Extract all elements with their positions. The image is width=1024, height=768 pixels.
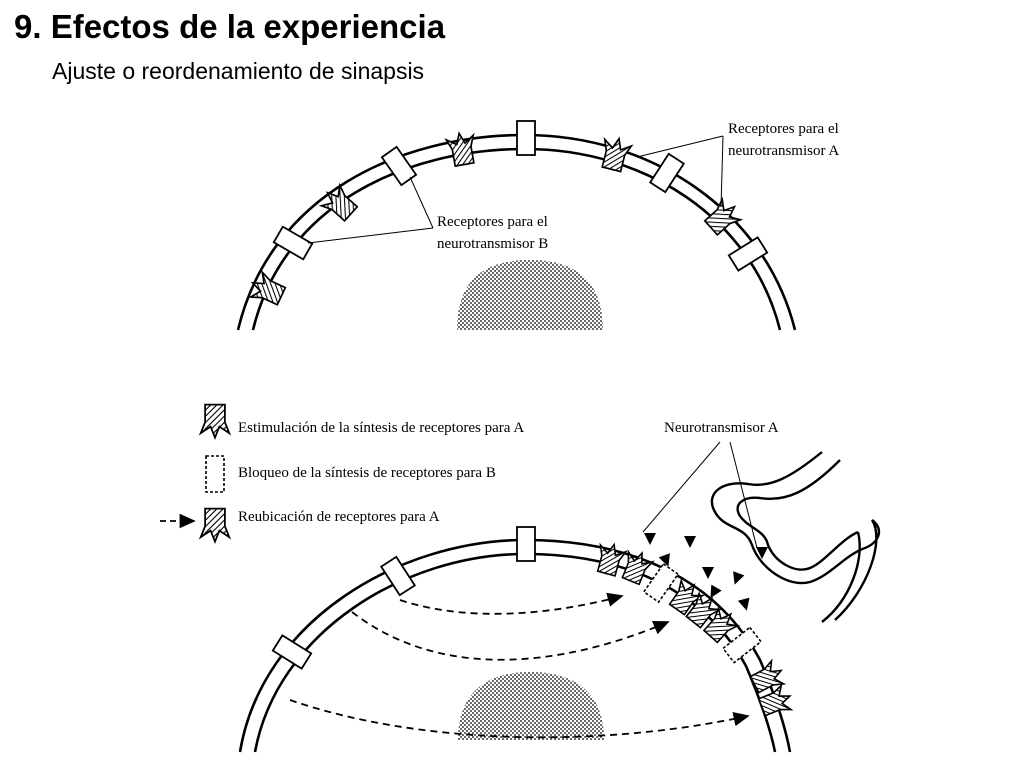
top-receptor-a-3 bbox=[444, 130, 479, 168]
label-receptors-b-line1: Receptores para el bbox=[437, 214, 548, 230]
top-receptor-a-2 bbox=[317, 181, 361, 225]
legend-stimulation-label: Estimulación de la síntesis de receptore… bbox=[238, 420, 524, 436]
bottom-receptor-b-1 bbox=[271, 634, 313, 670]
bottom-receptor-b-blocked-1 bbox=[643, 563, 679, 603]
top-receptor-b-4 bbox=[649, 152, 685, 194]
neurotransmitter-drop-8 bbox=[705, 584, 722, 602]
presynaptic-terminal-outer bbox=[710, 451, 881, 585]
bottom-cell: Neurotransmisor A bbox=[238, 420, 881, 753]
bottom-membrane-inner bbox=[253, 552, 777, 753]
presynaptic-axon-right bbox=[834, 519, 878, 621]
top-nucleus bbox=[457, 260, 603, 330]
relocation-arrow-2 bbox=[351, 611, 670, 661]
relocation-arrow-3 bbox=[289, 699, 750, 739]
bottom-nucleus bbox=[458, 672, 604, 740]
legend-relocation-label: Reubicación de receptores para A bbox=[238, 509, 440, 525]
legend-blocking-icon bbox=[205, 455, 225, 493]
label-receptors-a-line2: neurotransmisor A bbox=[728, 143, 839, 159]
top-cell: Receptores para el neurotransmisor A Rec… bbox=[236, 120, 839, 331]
relocation-arrow-1 bbox=[399, 592, 624, 615]
neurotransmitter-drop-5 bbox=[728, 571, 745, 587]
slide-subtitle: Ajuste o reordenamiento de sinapsis bbox=[52, 58, 425, 84]
top-receptor-b-3 bbox=[516, 120, 536, 156]
top-receptor-a-5 bbox=[701, 195, 745, 239]
bottom-receptor-b-3 bbox=[516, 526, 536, 562]
label-neurotransmitter-a: Neurotransmisor A bbox=[664, 420, 779, 436]
neurotransmitter-drop-2 bbox=[684, 536, 696, 548]
legend-relocation-icon bbox=[199, 507, 231, 543]
top-receptor-a-1 bbox=[246, 269, 288, 310]
presynaptic-axon-right-inner bbox=[821, 531, 861, 623]
label-receptors-a-line1: Receptores para el bbox=[728, 121, 839, 137]
legend-stimulation-icon bbox=[199, 403, 231, 439]
neurotransmitter-drop-1 bbox=[644, 533, 656, 545]
legend-blocking-label: Bloqueo de la síntesis de receptores par… bbox=[238, 465, 496, 481]
neurotransmitter-drop-6 bbox=[737, 597, 753, 613]
label-receptors-b-line2: neurotransmisor B bbox=[437, 236, 548, 252]
slide-title: 9. Efectos de la experiencia bbox=[14, 8, 446, 45]
bottom-receptor-a-6 bbox=[747, 658, 789, 697]
neurotransmitter-drop-4 bbox=[702, 567, 714, 579]
legend: Estimulación de la síntesis de receptore… bbox=[160, 403, 524, 543]
